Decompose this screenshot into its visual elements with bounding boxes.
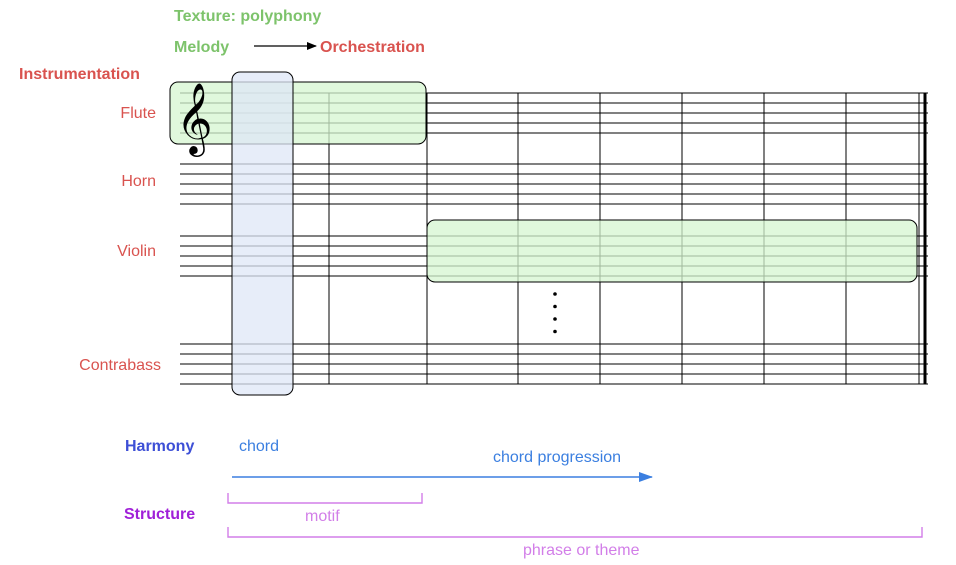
chord-highlight-column [231,71,294,396]
instrument-label-flute: Flute [120,105,156,122]
chord-label: chord [239,438,279,455]
ellipsis-dot [553,292,557,296]
orchestration-label: Orchestration [320,39,425,56]
ellipsis-dot [553,329,557,334]
motif-label: motif [305,508,340,525]
instrumentation-label: Instrumentation [19,66,140,83]
vertical-ellipsis-icon [553,292,557,334]
chord-progression-label: chord progression [493,449,621,466]
melody-highlight-violin [426,219,918,283]
phrase-label: phrase or theme [523,542,640,559]
structure-heading: Structure [124,506,195,523]
ellipsis-dot [553,317,557,321]
instrument-label-contrabass: Contrabass [79,357,161,374]
phrase-bracket [227,527,923,538]
instrument-label-violin: Violin [117,243,156,260]
ellipsis-dot [553,304,557,309]
melody-label: Melody [174,39,229,56]
texture-label: Texture: polyphony [174,8,321,25]
treble-clef-icon: 𝄞 [176,81,213,157]
harmony-heading: Harmony [125,438,194,455]
motif-bracket [227,493,423,504]
instrument-label-horn: Horn [121,173,156,190]
